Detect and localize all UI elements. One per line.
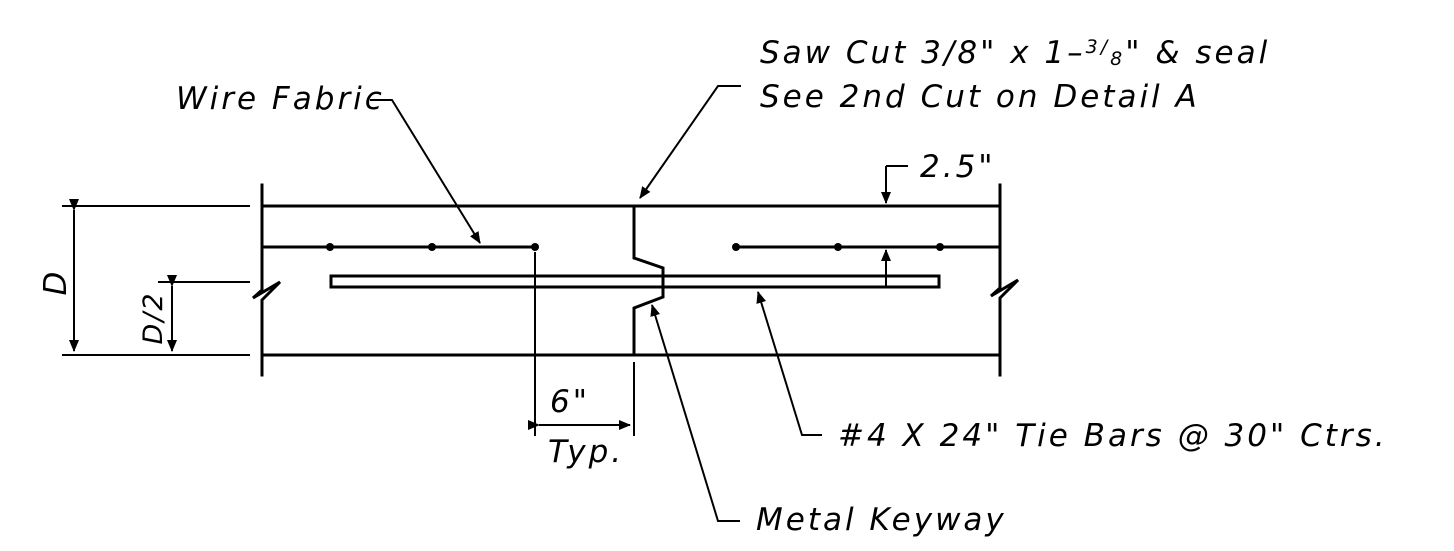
slab-outline bbox=[252, 183, 1020, 377]
wire-dot bbox=[936, 243, 944, 251]
right-break-line bbox=[990, 183, 1020, 377]
depth-label: D bbox=[38, 269, 74, 296]
wire-dot bbox=[531, 243, 539, 251]
saw-cut-leader bbox=[639, 85, 741, 199]
depth-dimensions bbox=[62, 199, 250, 356]
saw-cut-label-line2: See 2nd Cut on Detail A bbox=[760, 79, 1200, 115]
metal-keyway-label: Metal Keyway bbox=[756, 502, 1007, 538]
wire-fabric-leader bbox=[370, 99, 481, 244]
spacing-typical-label: Typ. bbox=[548, 434, 624, 470]
spacing-dimension bbox=[528, 252, 635, 436]
tie-bar bbox=[329, 274, 941, 289]
joint-keyway-profile bbox=[632, 204, 665, 357]
wire-fabric bbox=[260, 243, 1002, 251]
saw-cut-label-line1: Saw Cut 3/8" x 1–3/8" & seal bbox=[760, 35, 1270, 71]
wire-dot bbox=[326, 243, 334, 251]
wire-dot bbox=[834, 243, 842, 251]
metal-keyway-leader bbox=[650, 304, 740, 522]
cover-dimension bbox=[881, 165, 908, 288]
tie-bar-leader bbox=[756, 291, 822, 436]
spacing-dimension-label: 6" bbox=[550, 384, 590, 420]
left-break-line bbox=[252, 183, 282, 377]
wire-fabric-label: Wire Fabric bbox=[176, 81, 385, 117]
half-depth-label: D/2 bbox=[138, 291, 169, 344]
wire-dot bbox=[732, 243, 740, 251]
tie-bar-label: #4 X 24" Tie Bars @ 30" Ctrs. bbox=[838, 418, 1388, 454]
cover-dimension-label: 2.5" bbox=[920, 149, 996, 185]
wire-dot bbox=[428, 243, 436, 251]
